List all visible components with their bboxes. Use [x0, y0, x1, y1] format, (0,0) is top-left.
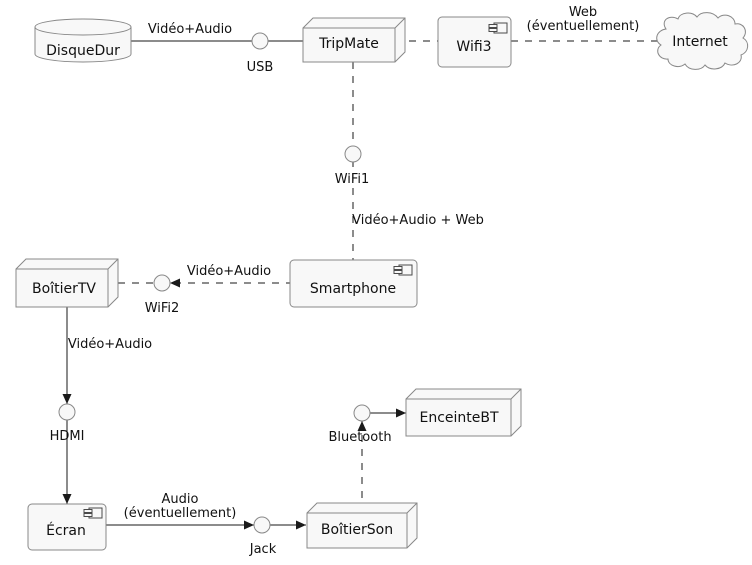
node-boitierson — [306, 502, 418, 549]
node-label-wifi3: Wifi3 — [456, 39, 492, 55]
arrowhead-into-wifi2 — [170, 278, 180, 288]
edge-label-audio: Audio (éventuellement) — [124, 493, 237, 521]
database-cylinder — [34, 18, 132, 63]
node3d-inner-edges — [16, 258, 119, 307]
node-smartphone — [289, 259, 418, 308]
node3d-inner-edges — [303, 17, 406, 62]
node3d-outline — [302, 17, 406, 63]
node-label-disquedur: DisqueDur — [46, 43, 120, 59]
component-icon — [83, 507, 103, 519]
interface-label-usb: USB — [246, 60, 274, 75]
node-ecran — [27, 503, 107, 551]
edge-label-audio-line1: Audio — [161, 492, 199, 507]
component-icon — [488, 22, 508, 34]
interface-label-wifi1: WiFi1 — [334, 172, 370, 187]
edge-label-web: Web (éventuellement) — [527, 6, 640, 34]
edge-label-videoaudio-usb: Vidéo+Audio — [147, 22, 233, 37]
node-label-smartphone: Smartphone — [309, 281, 397, 297]
interface-circle-bluetooth — [353, 404, 371, 422]
edge-label-videoaudio-wifi2: Vidéo+Audio — [186, 264, 272, 279]
arrowhead-into-hdmi — [62, 394, 72, 404]
arrowhead-into-jack — [244, 520, 254, 530]
node-label-boitiertv: BoîtierTV — [32, 281, 96, 297]
cloud-shape — [656, 12, 749, 70]
node3d-outline — [405, 388, 522, 437]
component-box — [289, 259, 418, 308]
node-label-ecran: Écran — [46, 523, 86, 539]
node3d-outline — [306, 502, 418, 549]
interface-circle-usb — [251, 32, 269, 50]
node-boitiertv — [15, 258, 119, 308]
node-disquedur — [34, 18, 132, 63]
component-icon — [393, 264, 413, 276]
interface-label-hdmi: HDMI — [49, 429, 85, 444]
interface-circle-jack — [253, 516, 271, 534]
node3d-inner-edges — [406, 388, 522, 436]
edge-label-videoaudio-web: Vidéo+Audio + Web — [352, 213, 484, 228]
arrowhead-into-enceintebt — [396, 408, 406, 418]
interface-label-wifi2: WiFi2 — [144, 301, 180, 316]
node3d-inner-edges — [307, 502, 418, 548]
node-label-tripmate: TripMate — [319, 36, 379, 52]
database-cylinder-rim — [34, 26, 132, 36]
node-label-enceintebt: EnceinteBT — [419, 410, 499, 426]
node3d-outline — [15, 258, 119, 308]
edge-label-web-line2: (éventuellement) — [526, 19, 640, 34]
node-label-boitierson: BoîtierSon — [320, 522, 394, 538]
edge-label-web-line1: Web — [568, 5, 598, 20]
node-tripmate — [302, 17, 406, 63]
edge-label-videoaudio-hdmi: Vidéo+Audio — [67, 337, 153, 352]
interface-circle-wifi2 — [153, 274, 171, 292]
node-enceintebt — [405, 388, 522, 437]
arrowhead-into-boitierson — [296, 520, 306, 530]
node-internet — [656, 12, 749, 70]
interface-label-bluetooth: Bluetooth — [328, 430, 392, 445]
interface-label-jack: Jack — [249, 542, 277, 557]
arrowhead-into-bluetooth — [357, 421, 367, 431]
node-label-internet: Internet — [672, 34, 728, 50]
arrowhead-into-ecran — [62, 494, 72, 504]
node-wifi3 — [437, 16, 512, 68]
interface-circle-hdmi — [58, 403, 76, 421]
interface-circle-wifi1 — [344, 145, 362, 163]
edge-label-audio-line2: (éventuellement) — [123, 506, 237, 521]
